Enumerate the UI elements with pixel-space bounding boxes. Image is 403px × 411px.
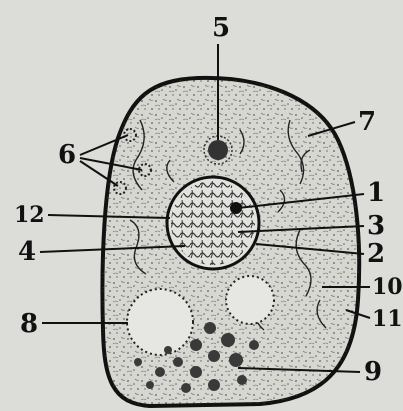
label-6: 6 [58,140,76,170]
label-4: 4 [18,237,36,267]
label-8: 8 [20,309,38,339]
label-11: 11 [372,306,403,332]
label-2: 2 [367,239,385,269]
nucleus [167,177,259,269]
structure-5-body [208,140,228,160]
label-3: 3 [367,211,385,241]
label-9: 9 [364,357,382,387]
structure-8-vacuole [127,289,193,355]
label-1: 1 [367,178,385,208]
label-7: 7 [358,107,376,137]
label-12: 12 [14,202,45,228]
label-10: 10 [372,274,403,300]
label-5: 5 [212,13,230,43]
vacuole-right [226,276,274,324]
